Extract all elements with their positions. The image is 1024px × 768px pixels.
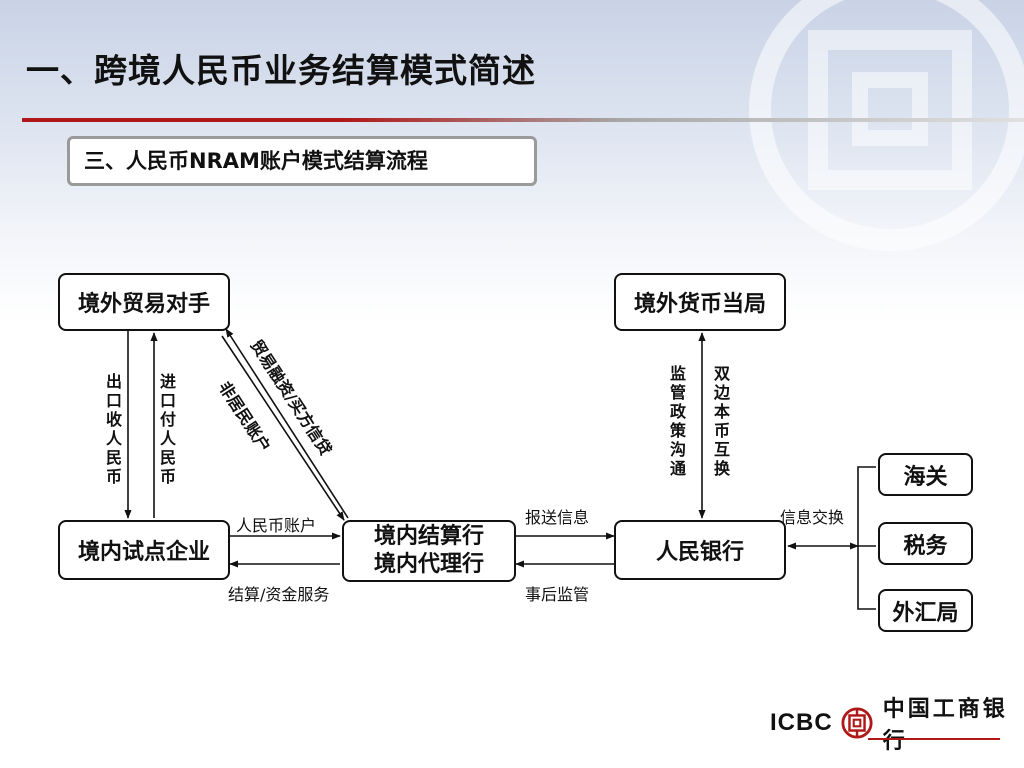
logo-text-en: ICBC (770, 709, 833, 736)
settlement-bank-label: 境内结算行 (373, 524, 484, 549)
node-domestic-pilot-enterprise: 境内试点企业 (58, 520, 230, 580)
node-overseas-trade-partner: 境外贸易对手 (58, 273, 230, 331)
agency-bracket (857, 466, 876, 610)
label-report-info: 报送信息 (525, 508, 590, 527)
node-customs: 海关 (878, 453, 973, 496)
label-supervision-policy: 监管政策沟通 (669, 364, 686, 478)
section-subtitle: 三、人民币NRAM账户模式结算流程 (67, 136, 537, 186)
node-peoples-bank: 人民银行 (614, 520, 786, 580)
label-info-exchange: 信息交换 (780, 508, 845, 527)
logo-text-cn: 中国工商银行 (882, 697, 1008, 754)
logo-underline (868, 738, 1000, 740)
icbc-logo: ICBC 中国工商银行 (770, 697, 1024, 754)
node-domestic-settlement-bank: 境内结算行 境内代理行 (342, 520, 516, 582)
label-currency-swap: 双边本币互换 (713, 364, 730, 478)
agent-bank-label: 境内代理行 (373, 552, 484, 577)
page-title: 一、跨境人民币业务结算模式简述 (26, 51, 536, 90)
label-settlement-services: 结算/资金服务 (228, 585, 330, 604)
label-import-pay-rmb: 进口付人民币 (159, 372, 176, 486)
label-post-supervision: 事后监管 (525, 585, 590, 604)
arrow-trade-finance (225, 328, 349, 519)
label-export-receive-rmb: 出口收人民币 (105, 372, 122, 486)
node-tax: 税务 (878, 522, 973, 565)
label-rmb-account: 人民币账户 (236, 516, 317, 535)
arrow-nonresident-account (221, 335, 345, 521)
node-overseas-monetary-authority: 境外货币当局 (614, 273, 786, 331)
icbc-seal-icon (841, 707, 873, 739)
node-forex-bureau: 外汇局 (878, 589, 973, 632)
seal-watermark (749, 0, 1024, 251)
title-divider (22, 118, 1024, 122)
